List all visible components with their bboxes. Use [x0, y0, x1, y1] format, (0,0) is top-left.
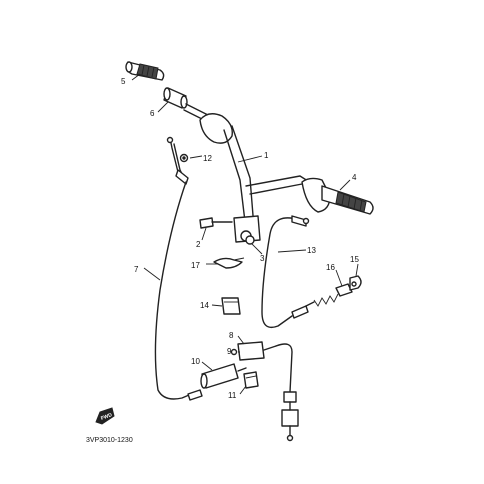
callout-6: 6 — [150, 109, 155, 118]
callout-4: 4 — [352, 173, 357, 182]
block-11 — [243, 371, 259, 389]
callout-15: 15 — [350, 255, 359, 264]
grip-4 — [301, 177, 374, 215]
cap-15 — [349, 275, 362, 291]
callout-9: 9 — [227, 347, 232, 356]
junction-8-9 — [230, 341, 293, 393]
diagram-code: 3VP3010-1230 — [86, 437, 133, 444]
callout-3: 3 — [260, 254, 265, 263]
clamp-17 — [213, 257, 245, 269]
callout-17: 17 — [191, 261, 200, 270]
callout-7: 7 — [134, 265, 139, 274]
throttle-cable-7 — [154, 136, 203, 401]
callout-10: 10 — [191, 357, 200, 366]
cable-13 — [261, 215, 310, 329]
callout-13: 13 — [307, 246, 316, 255]
bolt-2 — [199, 217, 233, 229]
callout-14: 14 — [200, 301, 209, 310]
holder-14 — [221, 297, 241, 315]
callout-2: 2 — [196, 240, 201, 249]
callout-1: 1 — [264, 151, 269, 160]
callout-5: 5 — [121, 77, 126, 86]
cylinder-10 — [200, 363, 247, 389]
bolt-12 — [179, 153, 189, 163]
throttle-grip-6 — [163, 87, 188, 109]
leader-lines — [131, 73, 359, 395]
callout-16: 16 — [326, 263, 335, 272]
cable-end-lower — [281, 391, 299, 442]
callout-12: 12 — [203, 154, 212, 163]
fwd-label: FWD — [100, 412, 113, 422]
adjuster-16 — [305, 283, 353, 307]
forward-arrow-icon: FWD — [95, 407, 115, 425]
grip-5 — [125, 61, 165, 81]
nut-3 — [245, 235, 255, 245]
callout-11: 11 — [228, 391, 237, 400]
callout-8: 8 — [229, 331, 234, 340]
